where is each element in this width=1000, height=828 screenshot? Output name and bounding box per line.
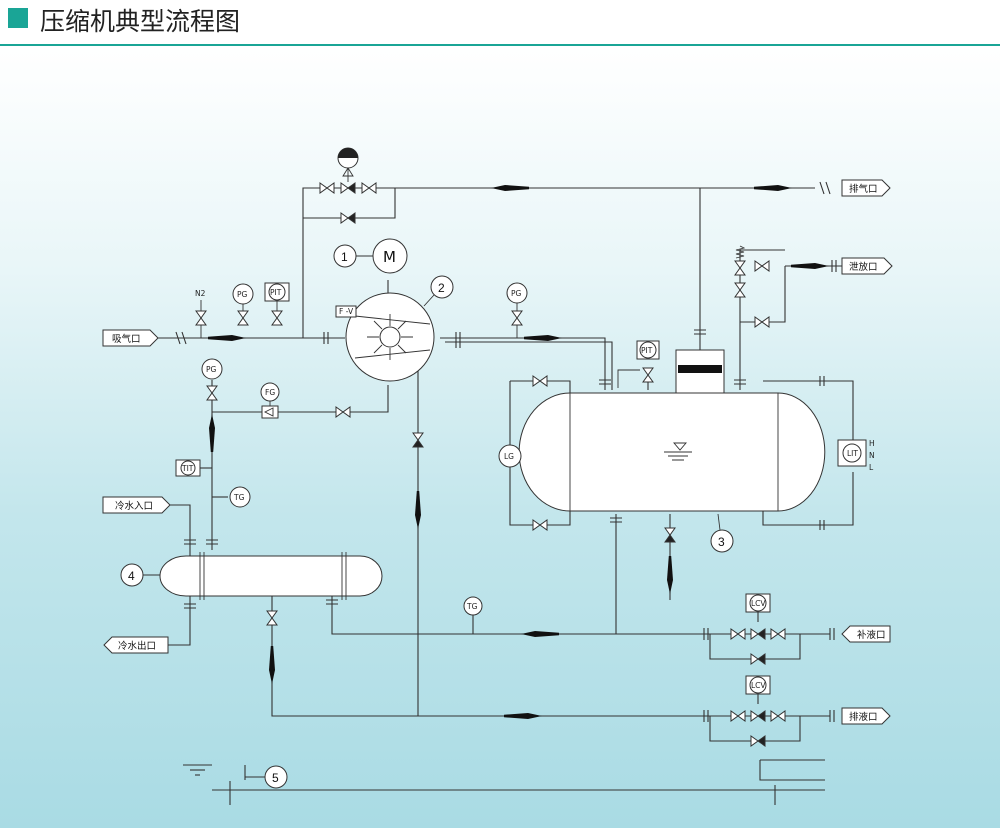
port-cooling-water-in: 冷水入口 [102, 496, 171, 514]
heat-exchanger [159, 552, 383, 600]
lcv-label-makeup: LCV [751, 599, 766, 608]
diagram-canvas: F -V M PG PIT N2 PG PG FG [0, 46, 1000, 828]
port-drain: 排液口 [841, 707, 891, 725]
flanges [184, 260, 837, 722]
port-drain-label: 排液口 [849, 711, 878, 723]
port-makeup-liquid: 补液口 [841, 625, 891, 643]
port-vent: 泄放口 [841, 257, 893, 275]
valves [175, 167, 831, 747]
level-low: L [869, 463, 874, 472]
pg-label-discharge: PG [511, 289, 522, 298]
tg-label-return: TG [466, 602, 478, 611]
port-makeup-liquid-label: 补液口 [857, 629, 886, 641]
title-marker-icon [8, 8, 28, 28]
flow-diagram: F -V M PG PIT N2 PG PG FG [102, 147, 893, 805]
callout-2: 2 [438, 281, 445, 295]
lcv-label-drain: LCV [751, 681, 766, 690]
motor: M [372, 238, 408, 274]
lg-label: LG [504, 452, 514, 461]
port-cooling-water-out-label: 冷水出口 [118, 640, 156, 652]
callouts: 1 2 3 4 5 [120, 244, 734, 789]
fv-label: F -V [339, 307, 354, 316]
pg-label-suction: PG [237, 290, 248, 299]
port-suction-label: 吸气口 [112, 333, 141, 345]
page-title: 压缩机典型流程图 [40, 7, 241, 36]
page-header: 压缩机典型流程图 [0, 0, 1000, 46]
port-cooling-water-in-label: 冷水入口 [115, 500, 153, 512]
motor-label: M [383, 248, 396, 266]
pit-label-vessel: PIT [641, 346, 653, 355]
pg-label-oil: PG [206, 365, 217, 374]
fg-label: FG [265, 388, 275, 397]
tit-label: TIT [181, 464, 194, 473]
callout-4: 4 [128, 569, 135, 583]
compressor: F -V [335, 292, 435, 382]
title-divider [0, 44, 1000, 46]
instruments: PG PIT N2 PG PG FG TIT TG TG PIT LG LIT [175, 147, 875, 695]
tg-label-cooler: TG [233, 493, 245, 502]
port-suction: 吸气口 [102, 329, 159, 347]
callout-5: 5 [272, 771, 279, 785]
port-cooling-water-out: 冷水出口 [103, 636, 169, 654]
lit-label: LIT [847, 449, 858, 458]
callout-3: 3 [718, 535, 725, 549]
port-exhaust-label: 排气口 [849, 183, 878, 195]
n2-label: N2 [195, 289, 206, 298]
port-exhaust: 排气口 [841, 179, 891, 197]
separator-vessel [518, 349, 826, 512]
pit-label-suction: PIT [270, 288, 282, 297]
port-vent-label: 泄放口 [849, 261, 878, 273]
level-high: H [869, 439, 875, 448]
level-normal: N [869, 451, 875, 460]
callout-1: 1 [341, 250, 348, 264]
